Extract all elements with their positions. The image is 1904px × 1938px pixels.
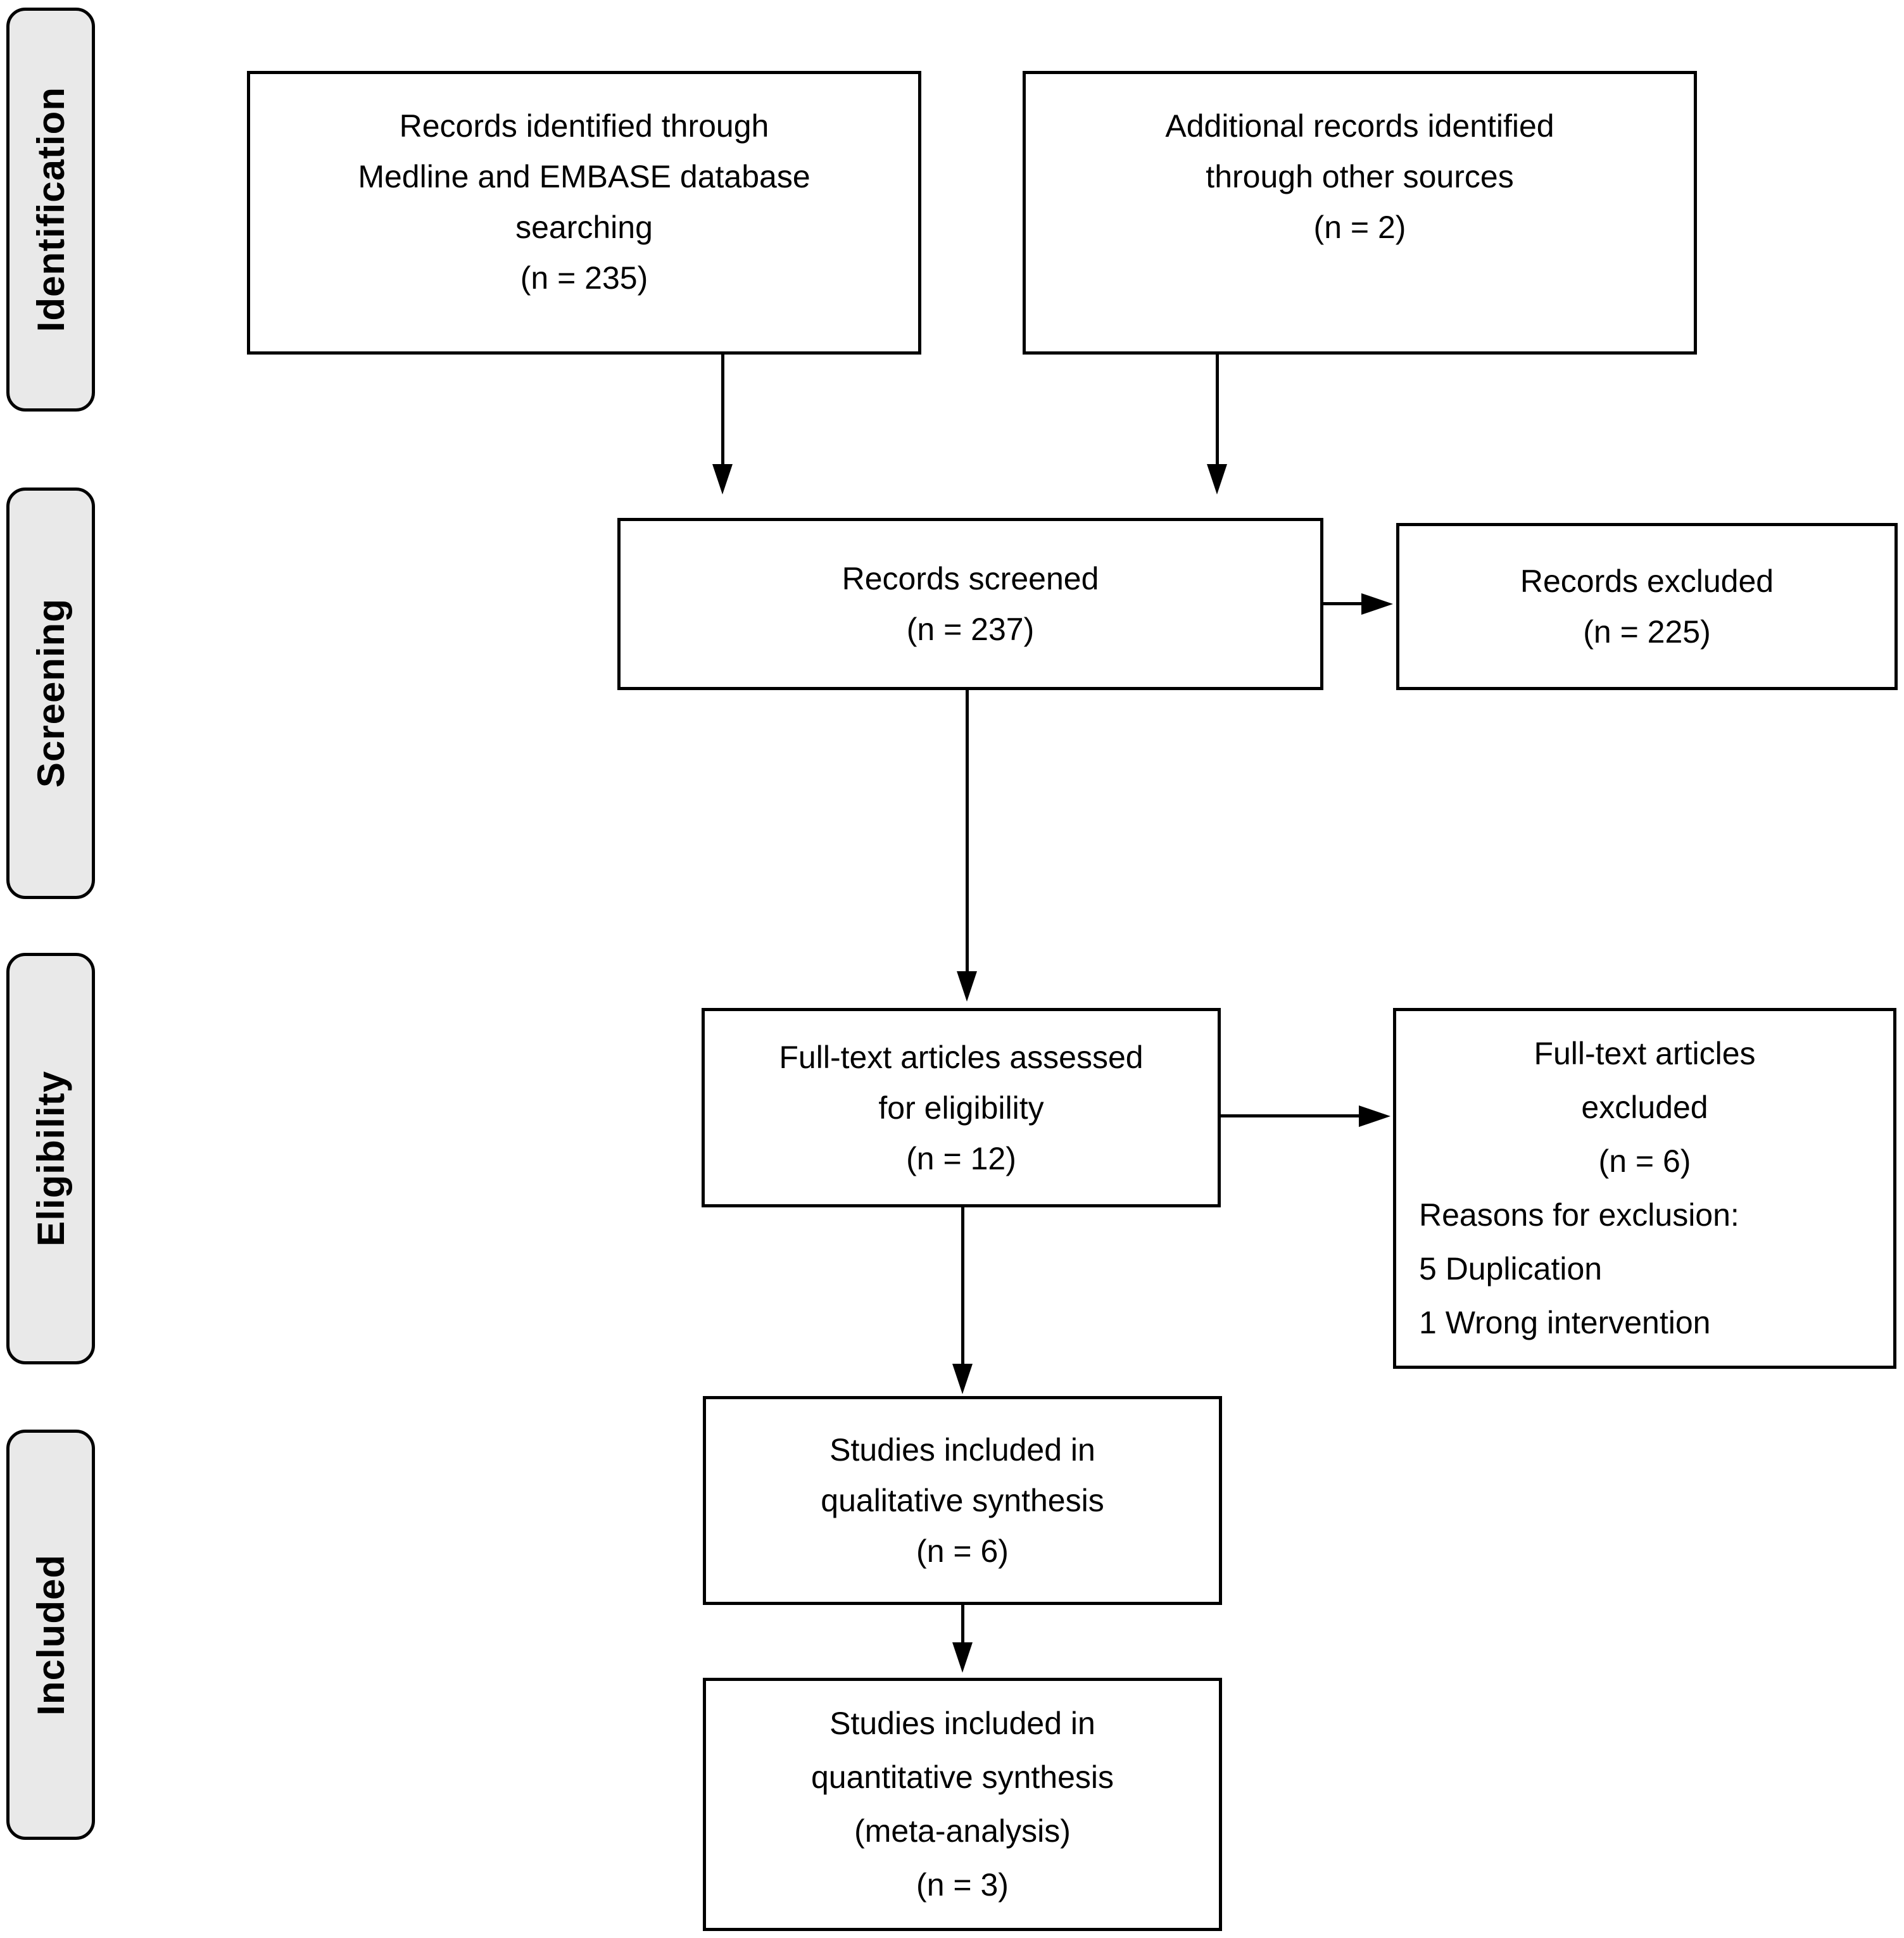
box-fulltext-assessed: Full-text articles assessed for eligibil… <box>702 1008 1221 1207</box>
box-records-identified-line-2: Medline and EMBASE database <box>358 159 810 194</box>
box-fulltext-excluded: Full-text articles excluded (n = 6) Reas… <box>1393 1008 1896 1369</box>
box-records-screened-count: (n = 237) <box>906 612 1035 647</box>
stage-eligibility-label: Eligibility <box>29 1071 72 1247</box>
arrow-screened-to-excluded-head-icon <box>1361 593 1393 615</box>
box-additional-records-line-2: through other sources <box>1206 159 1514 194</box>
box-records-excluded: Records excluded (n = 225) <box>1396 523 1898 690</box>
box-additional-records: Additional records identified through ot… <box>1023 71 1697 355</box>
arrow-fulltext-to-qualitative-head-icon <box>952 1364 973 1394</box>
stage-identification: Identification <box>6 8 95 412</box>
box-fulltext-assessed-count: (n = 12) <box>906 1140 1016 1176</box>
arrow-qualitative-to-quantitative-line <box>961 1604 964 1644</box>
box-qualitative-synthesis-line-2: qualitative synthesis <box>821 1483 1104 1518</box>
box-fulltext-excluded-line-2: excluded <box>1581 1090 1708 1125</box>
arrow-qualitative-to-quantitative-head-icon <box>952 1642 973 1673</box>
box-records-identified-line-1: Records identified through <box>399 108 769 144</box>
arrow-screened-to-excluded-line <box>1322 602 1366 605</box>
arrow-fulltext-to-excluded-head-icon <box>1359 1105 1390 1127</box>
arrow-screened-to-fulltext-head-icon <box>957 971 977 1002</box>
box-records-excluded-line-1: Records excluded <box>1520 563 1774 599</box>
stage-included: Included <box>6 1430 95 1840</box>
box-fulltext-excluded-count: (n = 6) <box>1598 1143 1691 1179</box>
arrow-additional-to-screened-head-icon <box>1207 464 1227 494</box>
stage-screening: Screening <box>6 488 95 899</box>
box-fulltext-excluded-reason-2: 1 Wrong intervention <box>1419 1305 1711 1340</box>
arrow-screened-to-fulltext-line <box>966 689 969 974</box>
box-quantitative-synthesis-line-2: quantitative synthesis <box>810 1759 1114 1795</box>
box-fulltext-excluded-line-1: Full-text articles <box>1534 1036 1756 1071</box>
arrow-fulltext-to-qualitative-line <box>961 1206 964 1368</box>
box-fulltext-excluded-reasons-header: Reasons for exclusion: <box>1419 1197 1739 1233</box>
stage-identification-label: Identification <box>29 87 72 332</box>
box-quantitative-synthesis-line-1: Studies included in <box>829 1706 1095 1741</box>
arrow-identified-to-screened-head-icon <box>712 464 733 494</box>
box-quantitative-synthesis-count: (n = 3) <box>916 1867 1009 1903</box>
box-fulltext-assessed-line-2: for eligibility <box>878 1090 1044 1126</box>
box-fulltext-excluded-reason-1: 5 Duplication <box>1419 1251 1603 1287</box>
box-records-screened: Records screened (n = 237) <box>617 518 1323 690</box>
arrow-fulltext-to-excluded-line <box>1220 1114 1363 1117</box>
box-records-identified: Records identified through Medline and E… <box>247 71 921 355</box>
box-records-excluded-count: (n = 225) <box>1583 614 1711 650</box>
box-qualitative-synthesis-line-1: Studies included in <box>829 1432 1095 1468</box>
box-additional-records-count: (n = 2) <box>1313 210 1406 245</box>
box-additional-records-line-1: Additional records identified <box>1165 108 1554 144</box>
box-records-identified-count: (n = 235) <box>520 260 648 296</box>
arrow-identified-to-screened-line <box>721 355 724 466</box>
box-records-screened-line-1: Records screened <box>842 561 1099 596</box>
box-fulltext-assessed-line-1: Full-text articles assessed <box>779 1039 1144 1075</box>
box-qualitative-synthesis-count: (n = 6) <box>916 1533 1009 1569</box>
stage-eligibility: Eligibility <box>6 953 95 1364</box>
box-quantitative-synthesis-line-3: (meta-analysis) <box>854 1813 1071 1849</box>
box-records-identified-line-3: searching <box>515 210 653 245</box>
box-quantitative-synthesis: Studies included in quantitative synthes… <box>703 1678 1222 1931</box>
stage-included-label: Included <box>29 1554 72 1716</box>
box-qualitative-synthesis: Studies included in qualitative synthesi… <box>703 1396 1222 1605</box>
arrow-additional-to-screened-line <box>1216 355 1219 466</box>
stage-screening-label: Screening <box>29 598 72 788</box>
